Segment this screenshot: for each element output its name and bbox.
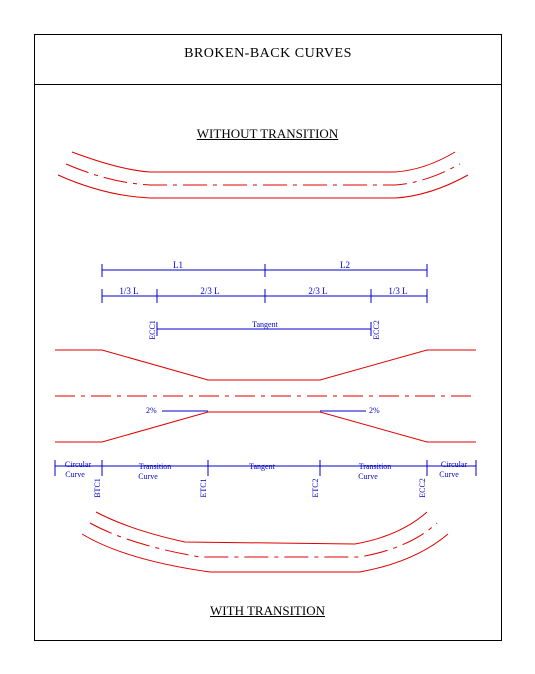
seg-transition-left-1: Transition	[139, 462, 172, 471]
centerline	[65, 163, 461, 186]
centerline-transition	[89, 522, 438, 558]
road-edge-top	[71, 151, 456, 173]
point-etc2: ETC2	[311, 478, 320, 497]
seg-circular-right-1: Circular	[441, 460, 468, 469]
seg-circular-left-1: Circular	[65, 460, 92, 469]
point-ecc2: ECC2	[418, 478, 427, 498]
with-transition-heading: WITH TRANSITION	[210, 603, 325, 618]
slope-label-right: 2%	[369, 406, 380, 415]
seg-circular-right-2: Curve	[439, 470, 459, 479]
profile-bottom-line	[55, 411, 476, 443]
dim-label-two-thirds-left: 2/3 L	[200, 286, 219, 296]
drawing-frame	[34, 34, 502, 641]
plan-without-transition	[57, 151, 469, 199]
title-divider	[34, 84, 502, 85]
seg-circular-left-2: Curve	[65, 470, 85, 479]
seg-transition-left-2: Curve	[138, 472, 158, 481]
seg-transition-right-1: Transition	[359, 462, 392, 471]
point-btc1: BTC1	[93, 478, 102, 498]
plan-with-transition	[81, 511, 449, 573]
point-etc1: ETC1	[199, 478, 208, 497]
superelevation-profile	[55, 349, 476, 443]
profile-top-line	[55, 349, 476, 381]
seg-transition-right-2: Curve	[358, 472, 378, 481]
dim-label-l2: L2	[340, 260, 350, 270]
ecc2-label-upper: ECC2	[372, 320, 381, 340]
road-edge-top-transition	[95, 511, 428, 545]
ecc1-label: ECC1	[148, 320, 157, 340]
dim-label-l1: L1	[173, 260, 183, 270]
tangent-label-upper: Tangent	[252, 320, 278, 329]
road-edge-bottom-transition	[81, 533, 449, 573]
dimension-lines	[101, 264, 428, 336]
slope-label-left: 2%	[146, 406, 157, 415]
page-title: BROKEN-BACK CURVES	[184, 46, 352, 61]
segment-dimension	[54, 460, 477, 476]
without-transition-heading: WITHOUT TRANSITION	[196, 126, 339, 141]
dim-label-third-right: 1/3 L	[388, 286, 407, 296]
seg-tangent: Tangent	[249, 462, 275, 471]
dim-label-two-thirds-right: 2/3 L	[308, 286, 327, 296]
road-edge-bottom	[57, 174, 469, 199]
dim-label-third-left: 1/3 L	[119, 286, 138, 296]
